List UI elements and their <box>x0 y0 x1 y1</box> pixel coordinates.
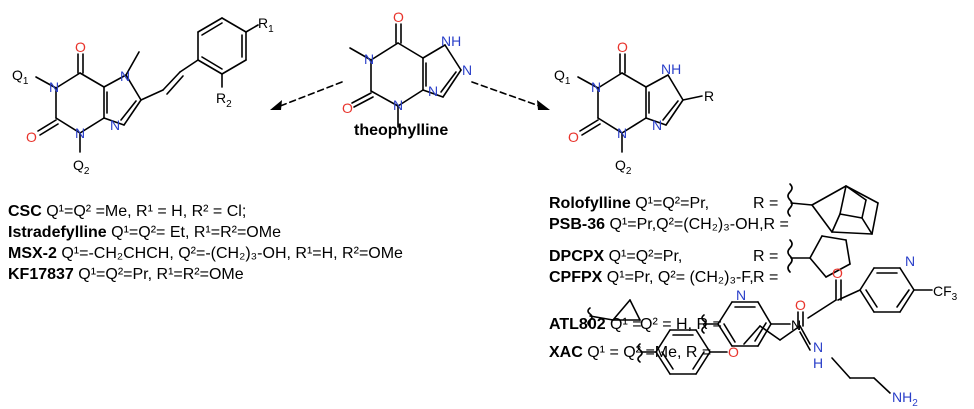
atom-o: O <box>26 129 37 145</box>
q2-label: Q² = H, R = <box>640 316 722 333</box>
r-label: R = <box>753 248 779 265</box>
r-label: R = <box>753 195 779 212</box>
atom-r: R <box>704 88 714 104</box>
r-label: R = <box>753 269 779 286</box>
atom-nh2: NH2 <box>892 389 918 409</box>
atom-q2: Q2 <box>615 157 632 177</box>
atom-n: N <box>110 117 120 133</box>
adamantyl-substituent <box>787 183 879 235</box>
atom-nh: NH <box>441 33 461 49</box>
atom-r2: R2 <box>216 90 232 110</box>
compound-name: Rolofylline <box>549 195 631 212</box>
atom-n: N <box>364 51 374 67</box>
compound-entry: Istradefylline Q¹=Q²= Et, R¹=R²=OMe <box>8 224 281 241</box>
cyclopentyl-substituent <box>787 235 851 278</box>
atom-n: N <box>120 68 130 84</box>
compound-entry: Rolofylline Q¹=Q²=Pr, <box>549 195 710 212</box>
atom-n: N <box>462 62 472 78</box>
dashed-arrows <box>274 81 546 109</box>
atom-o: O <box>568 129 579 145</box>
atom-q1: Q1 <box>554 67 571 87</box>
compound-entry: DPCPX Q¹=Q²=Pr, <box>549 248 683 265</box>
atom-n: N <box>393 97 403 113</box>
left-xanthine-structure <box>35 17 259 153</box>
atom-nh: NH <box>661 61 681 77</box>
compound-entry: CPFPX Q¹=Pr, Q²= (CH₂)₃-F, <box>549 269 754 286</box>
atom-n: N <box>591 79 601 95</box>
arrow-head-left <box>270 100 282 110</box>
atom-n: N <box>75 125 85 141</box>
atom-o: O <box>832 265 843 281</box>
atom-q1: Q1 <box>12 67 29 87</box>
atom-q2: Q2 <box>73 157 90 177</box>
theophylline-structure <box>349 23 462 128</box>
compound-entry: PSB-36 Q¹=Pr,Q²=(CH₂)₃-OH,R = <box>549 216 789 233</box>
atom-n: N <box>428 83 438 99</box>
compound-name: CSC <box>8 203 42 220</box>
compound-entry: KF17837 Q¹=Q²=Pr, R¹=R²=OMe <box>8 266 244 283</box>
compound-name: PSB-36 <box>549 216 606 233</box>
compound-entry: XAC Q¹ = Q² =Me, R = <box>549 344 712 361</box>
atom-n: N <box>791 317 801 333</box>
atom-o: O <box>728 344 739 360</box>
atom-n: N <box>736 287 746 303</box>
compound-name: MSX-2 <box>8 245 57 262</box>
compound-name: CPFPX <box>549 269 603 286</box>
atom-n: N <box>617 125 627 141</box>
atom-n: N <box>813 339 823 355</box>
atl802-structures <box>587 267 933 351</box>
right-xanthine-structure <box>577 53 703 153</box>
atom-n: N <box>49 79 59 95</box>
xac-structure <box>637 311 891 394</box>
compound-entry: MSX-2 Q¹=-CH₂CHCH, Q²=-(CH₂)₃-OH, R¹=H, … <box>8 245 403 262</box>
atom-n: N <box>652 117 662 133</box>
compound-entry: ATL802 Q¹ = <box>549 316 642 333</box>
compound-name: DPCPX <box>549 248 605 265</box>
atom-h: H <box>813 355 823 371</box>
compound-name: KF17837 <box>8 266 74 283</box>
atom-r1: R1 <box>258 15 274 35</box>
theophylline-label: theophylline <box>354 122 449 139</box>
atom-o: O <box>393 9 404 25</box>
atom-n: N <box>905 253 915 269</box>
compound-name: XAC <box>549 344 583 361</box>
compound-name: ATL802 <box>549 316 606 333</box>
atom-cf3: CF3 <box>933 283 958 303</box>
atom-o: O <box>75 39 86 55</box>
atom-o: O <box>342 100 353 116</box>
compound-entry: CSC Q¹=Q² =Me, R¹ = H, R² = Cl; <box>8 203 247 220</box>
arrow-head-right <box>537 100 550 110</box>
atom-o: O <box>617 39 628 55</box>
atom-o: O <box>795 297 806 313</box>
compound-name: Istradefylline <box>8 224 107 241</box>
